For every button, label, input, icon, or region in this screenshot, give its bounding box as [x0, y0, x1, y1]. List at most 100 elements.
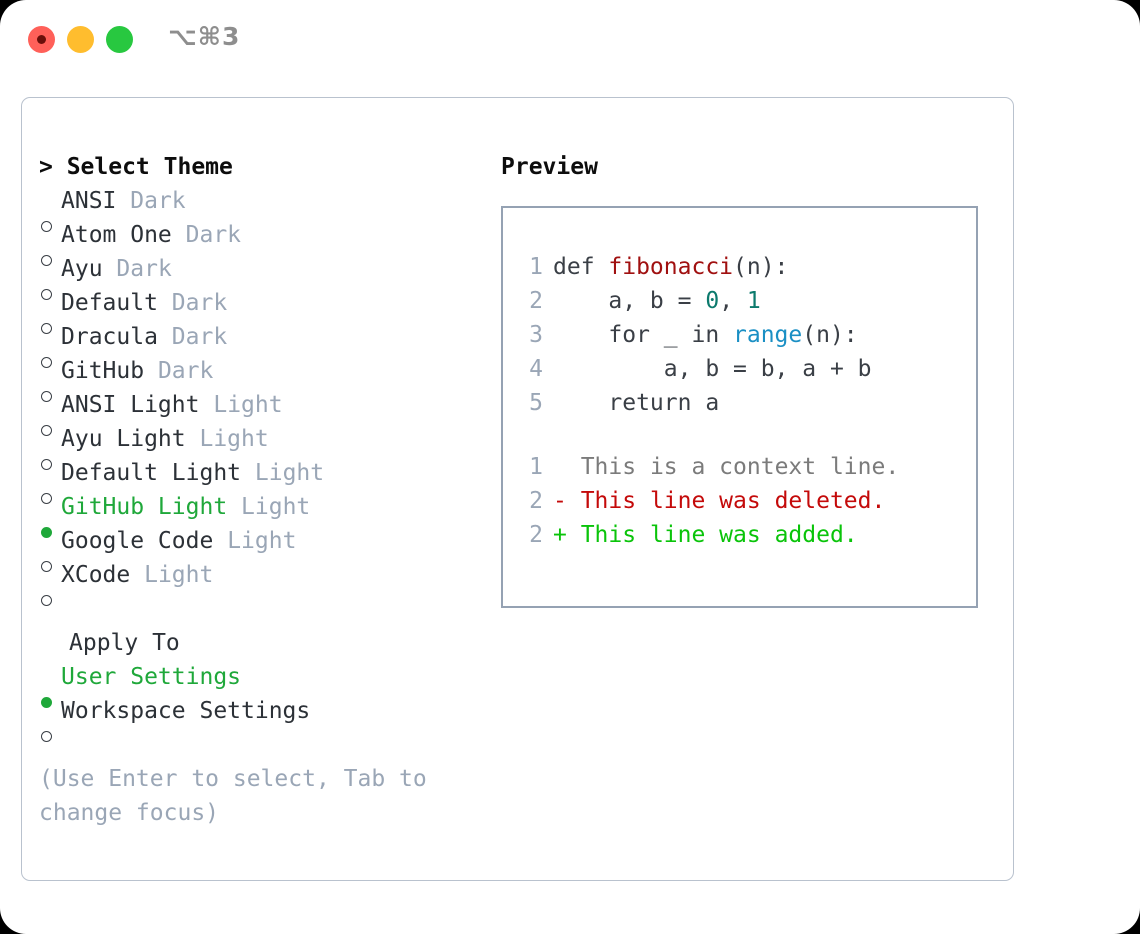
- keyboard-hint-text: (Use Enter to select, Tab to change focu…: [39, 766, 427, 826]
- code-line: 5 return a: [515, 386, 972, 420]
- apply-to-header: Apply To: [69, 630, 180, 656]
- code-token: (n):: [802, 322, 858, 348]
- code-token: def: [553, 254, 609, 280]
- theme-list-item[interactable]: Ayu Dark: [39, 252, 479, 300]
- line-number: 2: [529, 488, 543, 514]
- label-spacer: [116, 184, 130, 218]
- theme-list-item[interactable]: XCode Light: [39, 558, 479, 606]
- line-number: 2: [529, 288, 543, 314]
- code-diff-spacer: [515, 420, 972, 450]
- select-theme-header: > Select Theme: [39, 154, 233, 180]
- theme-variant-tag: Dark: [157, 358, 214, 384]
- code-token: return a: [553, 390, 720, 416]
- theme-name-label: GitHub: [61, 358, 145, 384]
- diff-marker: -: [553, 488, 581, 514]
- theme-variant-tag: Dark: [116, 256, 172, 282]
- label-spacer: [158, 320, 172, 354]
- theme-variant-tag: Light: [227, 528, 297, 554]
- code-token: range: [733, 322, 803, 348]
- theme-variant-tag: Dark: [130, 188, 186, 214]
- diff-marker: +: [553, 522, 581, 548]
- line-number: 2: [529, 522, 543, 548]
- line-number: 1: [529, 454, 543, 480]
- theme-name-label: Ayu Light: [61, 426, 186, 452]
- theme-list-item[interactable]: Dracula Dark: [39, 320, 479, 368]
- preview-title: Preview: [501, 154, 598, 180]
- theme-variant-tag: Light: [144, 562, 214, 588]
- apply-to-label: Workspace Settings: [61, 698, 311, 724]
- diff-marker: [553, 450, 581, 484]
- label-spacer: [158, 286, 172, 320]
- code-token: (n):: [733, 254, 789, 280]
- label-spacer: [213, 524, 227, 558]
- apply-to-option[interactable]: Workspace Settings: [39, 694, 479, 742]
- theme-name-label: XCode: [61, 562, 131, 588]
- apply-to-option[interactable]: User Settings: [39, 660, 479, 708]
- label-spacer: [144, 354, 158, 388]
- line-number: 5: [529, 390, 543, 416]
- theme-list-item[interactable]: Default Light Light: [39, 456, 479, 504]
- minimize-window-icon[interactable]: [67, 26, 94, 53]
- title-bar: ⌥⌘3: [0, 0, 1140, 78]
- theme-variant-tag: Light: [241, 494, 311, 520]
- close-window-icon[interactable]: [28, 26, 55, 53]
- theme-name-label: GitHub Light: [61, 494, 228, 520]
- theme-list-item[interactable]: ANSI Light Light: [39, 388, 479, 436]
- label-spacer: [103, 252, 117, 286]
- diff-line: 2- This line was deleted.: [515, 484, 972, 518]
- theme-list-item[interactable]: Ayu Light Light: [39, 422, 479, 470]
- code-text: for _ in range(n):: [553, 318, 858, 352]
- theme-name-label: Default: [61, 290, 158, 316]
- code-token: 1: [746, 288, 761, 314]
- label-spacer: [241, 456, 255, 490]
- theme-variant-tag: Light: [213, 392, 283, 418]
- theme-name-label: Google Code: [61, 528, 214, 554]
- code-token: ,: [719, 288, 747, 314]
- diff-line: 2+ This line was added.: [515, 518, 972, 552]
- theme-list-item[interactable]: Atom One Dark: [39, 218, 479, 266]
- line-number: 1: [529, 254, 543, 280]
- line-number: 4: [529, 356, 543, 382]
- label-spacer: [199, 388, 213, 422]
- theme-list-item[interactable]: GitHub Dark: [39, 354, 479, 402]
- label-spacer: [227, 490, 241, 524]
- label-spacer: [130, 558, 144, 592]
- keyboard-shortcut-label: ⌥⌘3: [168, 22, 241, 51]
- code-text: return a: [553, 386, 719, 420]
- code-token: 0: [705, 288, 720, 314]
- maximize-window-icon[interactable]: [106, 26, 133, 53]
- theme-variant-tag: Dark: [171, 290, 228, 316]
- label-spacer: [172, 218, 186, 252]
- theme-name-label: Ayu: [61, 256, 103, 282]
- theme-list-item[interactable]: ANSI Dark: [39, 184, 479, 232]
- list-spacer: [39, 592, 479, 626]
- theme-variant-tag: Light: [254, 460, 325, 486]
- theme-name-label: Dracula: [61, 324, 158, 350]
- label-spacer: [186, 422, 200, 456]
- theme-name-label: ANSI Light: [61, 392, 200, 418]
- theme-name-label: Atom One: [61, 222, 172, 248]
- theme-name-label: ANSI: [61, 188, 117, 214]
- diff-text: This line was deleted.: [580, 488, 886, 514]
- code-line: 2 a, b = 0, 1: [515, 284, 972, 318]
- code-line: 3 for _ in range(n):: [515, 318, 972, 352]
- diff-text: This is a context line.: [580, 454, 900, 480]
- theme-list-item[interactable]: Google Code Light: [39, 524, 479, 572]
- theme-list-item[interactable]: GitHub Light Light: [39, 490, 479, 538]
- theme-list-item[interactable]: Default Dark: [39, 286, 479, 334]
- theme-variant-tag: Light: [199, 426, 269, 452]
- code-token: for _ in: [553, 322, 734, 348]
- traffic-lights: [28, 26, 133, 53]
- code-text: a, b = 0, 1: [553, 284, 761, 318]
- code-token: a, b = b, a + b: [553, 356, 872, 382]
- apply-to-label: User Settings: [61, 664, 242, 690]
- theme-name-label: Default Light: [61, 460, 242, 486]
- diff-line: 1 This is a context line.: [515, 450, 972, 484]
